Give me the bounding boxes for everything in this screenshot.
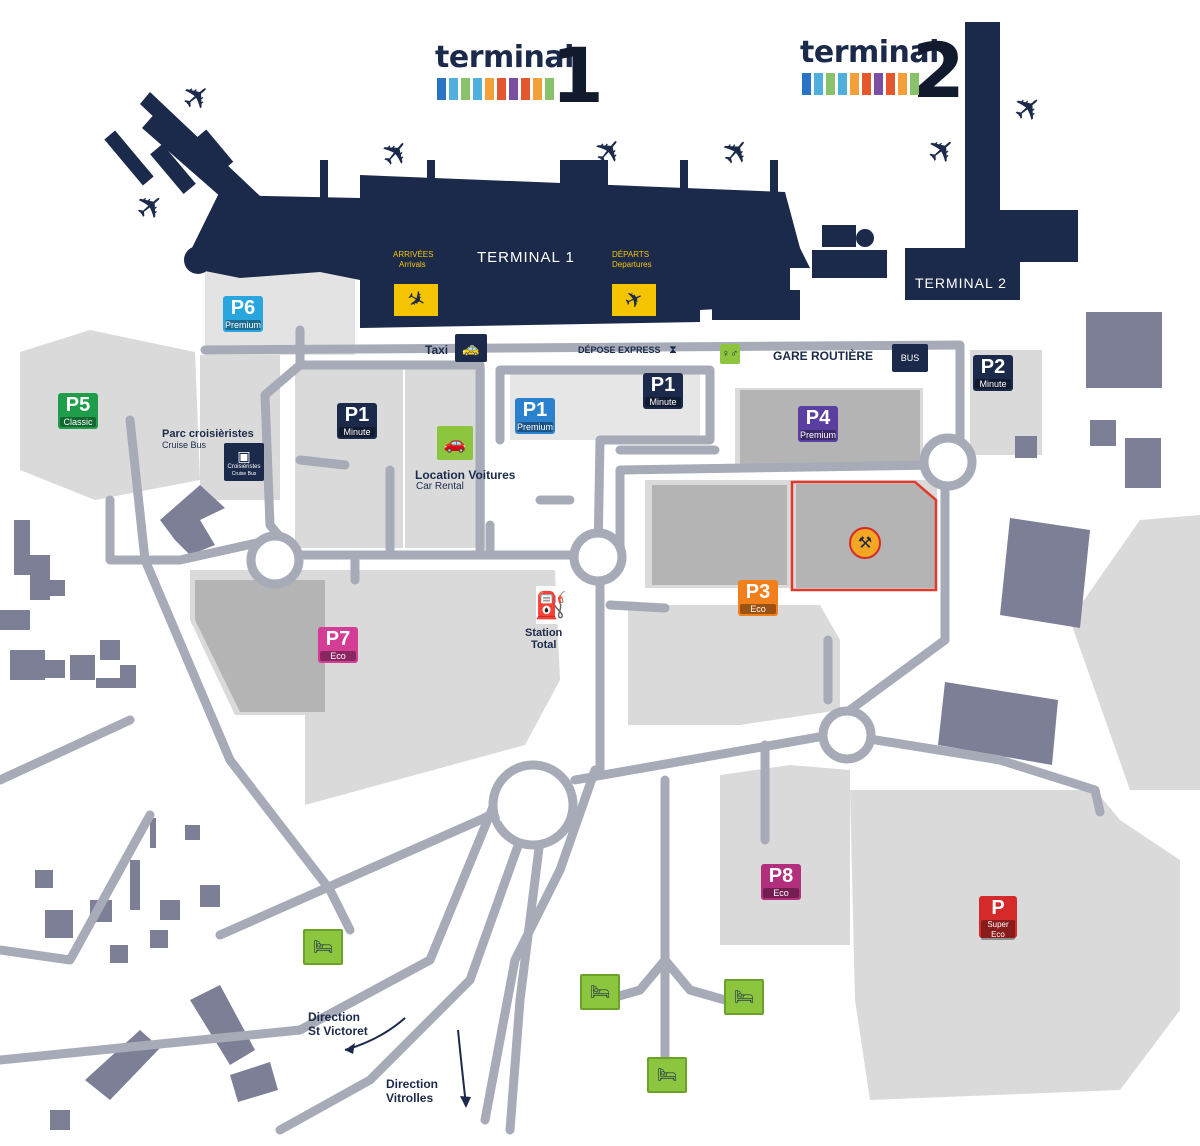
parking-minute-2-badge[interactable]: P1 Minute	[643, 373, 683, 409]
gare-routiere-label: GARE ROUTIÈRE	[773, 349, 874, 363]
arrivals-label-en: Arrivals	[399, 260, 426, 269]
arrivals-label-fr: ARRIVÉES	[393, 250, 434, 259]
works-zone	[790, 480, 938, 592]
hourglass-icon: ⧗	[669, 343, 677, 356]
parking-p1-number: P1	[522, 399, 548, 421]
parking-p6-type: Premium	[225, 320, 262, 330]
hotel-icon-1[interactable]: 🛏	[303, 929, 343, 965]
cruise-bus-sign-text-en: Cruise Bus	[231, 470, 257, 477]
roundabouts	[246, 433, 977, 850]
cruise-bus-sign-text: Croisiéristes	[227, 463, 261, 470]
hotel-bed-icon: 🛏	[656, 1067, 678, 1084]
roads	[0, 325, 1105, 1135]
terminal-2-logo-bars	[802, 73, 919, 95]
hotel-icon-4[interactable]: 🛏	[647, 1057, 687, 1093]
bus-icon: BUS	[892, 344, 928, 372]
terminal-2-label: TERMINAL 2	[915, 275, 1007, 291]
parking-minute-1-type: Minute	[339, 427, 375, 437]
parking-minute-1-badge[interactable]: P1 Minute	[337, 403, 377, 439]
parking-super-eco-badge[interactable]: P Super Eco	[979, 896, 1017, 940]
depose-express-label: DÉPOSE EXPRESS	[578, 345, 661, 355]
parking-minute-3-number: P2	[980, 356, 1006, 378]
parking-p5-number: P5	[65, 394, 91, 416]
parking-p7-badge[interactable]: P7 Eco	[318, 627, 358, 663]
car-rental-label-en: Car Rental	[416, 481, 464, 492]
fuel-pump-icon: ⛽	[535, 586, 567, 624]
parking-super-eco-number: P	[991, 897, 1005, 919]
direction-vitrolles-label: Direction	[386, 1077, 439, 1091]
arrow-vitrolles-head	[460, 1096, 471, 1108]
parking-p7-type: Eco	[320, 651, 356, 661]
terminal-1-label: TERMINAL 1	[477, 249, 575, 266]
car-rental-label: Location Voitures	[415, 468, 516, 482]
cruise-bus-sign: ▣ Croisiéristes Cruise Bus	[224, 443, 264, 481]
station-label-total: Total	[531, 639, 557, 651]
hotel-bed-icon: 🛏	[589, 984, 611, 1001]
parking-p3-badge[interactable]: P3 Eco	[738, 580, 778, 616]
hotel-bed-icon: 🛏	[312, 939, 334, 956]
parking-p8-badge[interactable]: P8 Eco	[761, 864, 801, 900]
station-label: Station	[525, 627, 563, 639]
terminal-1-logo-word: terminal	[435, 40, 574, 75]
arrow-vitrolles	[457, 1029, 467, 1106]
hotel-icon-3[interactable]: 🛏	[724, 979, 764, 1015]
parking-p8-type: Eco	[763, 888, 799, 898]
parking-p8-number: P8	[768, 865, 794, 887]
arrivals-sign: ✈	[392, 282, 440, 318]
direction-vitrolles-city: Vitrolles	[386, 1091, 434, 1105]
parking-p5-type: Classic	[60, 417, 96, 427]
taxi-icon: 🚕	[455, 334, 487, 362]
parking-minute-3-type: Minute	[975, 379, 1011, 389]
car-rental-icon: 🚗	[437, 426, 473, 460]
terminal-1-logo: terminal 1	[435, 38, 604, 120]
direction-st-victoret-label: Direction	[308, 1010, 361, 1024]
hotel-bed-icon: 🛏	[733, 989, 755, 1006]
parking-p7-number: P7	[325, 628, 351, 650]
parking-minute-1-number: P1	[344, 404, 370, 426]
departures-label-fr: DÉPARTS	[612, 250, 650, 259]
arrow-st-victoret-head	[345, 1043, 355, 1054]
terminal-2-logo: terminal 2	[800, 33, 965, 115]
parking-minute-3-badge[interactable]: P2 Minute	[973, 355, 1013, 391]
parking-super-eco-type: Super Eco	[981, 920, 1015, 940]
parking-p6-number: P6	[230, 297, 256, 319]
parking-p4-number: P4	[805, 407, 831, 429]
parking-p3-type: Eco	[740, 604, 776, 614]
toilet-icon: ♀♂	[720, 344, 740, 364]
bus-icon-label: BUS	[900, 353, 920, 363]
roadwork-icon: ⚒	[849, 527, 881, 559]
parking-p4-badge[interactable]: P4 Premium	[798, 406, 838, 442]
parking-p3-number: P3	[745, 581, 771, 603]
direction-st-victoret-city: St Victoret	[308, 1024, 368, 1038]
parking-p1-badge[interactable]: P1 Premium	[515, 398, 555, 434]
departures-label-en: Departures	[612, 260, 652, 269]
terminal-1-logo-num: 1	[551, 31, 604, 120]
parking-p5-badge[interactable]: P5 Classic	[58, 393, 98, 429]
terminal-2-building	[905, 22, 1078, 300]
parking-minute-2-number: P1	[650, 374, 676, 396]
taxi-label: Taxi	[425, 343, 449, 357]
parking-p6-badge[interactable]: P6 Premium	[223, 296, 263, 332]
parking-p1-type: Premium	[517, 422, 554, 432]
cruise-park-label-en: Cruise Bus	[162, 440, 207, 450]
bus-icon: ▣	[237, 447, 251, 464]
departures-sign: ✈	[610, 282, 658, 318]
terminal-1-logo-bars	[437, 78, 554, 100]
hotel-icon-2[interactable]: 🛏	[580, 974, 620, 1010]
cruise-park-label: Parc croisièristes	[162, 428, 254, 440]
terminal-2-logo-word: terminal	[800, 35, 939, 70]
parking-minute-2-type: Minute	[645, 397, 681, 407]
terminal-2-logo-num: 2	[912, 26, 965, 115]
parking-p4-type: Premium	[800, 430, 837, 440]
